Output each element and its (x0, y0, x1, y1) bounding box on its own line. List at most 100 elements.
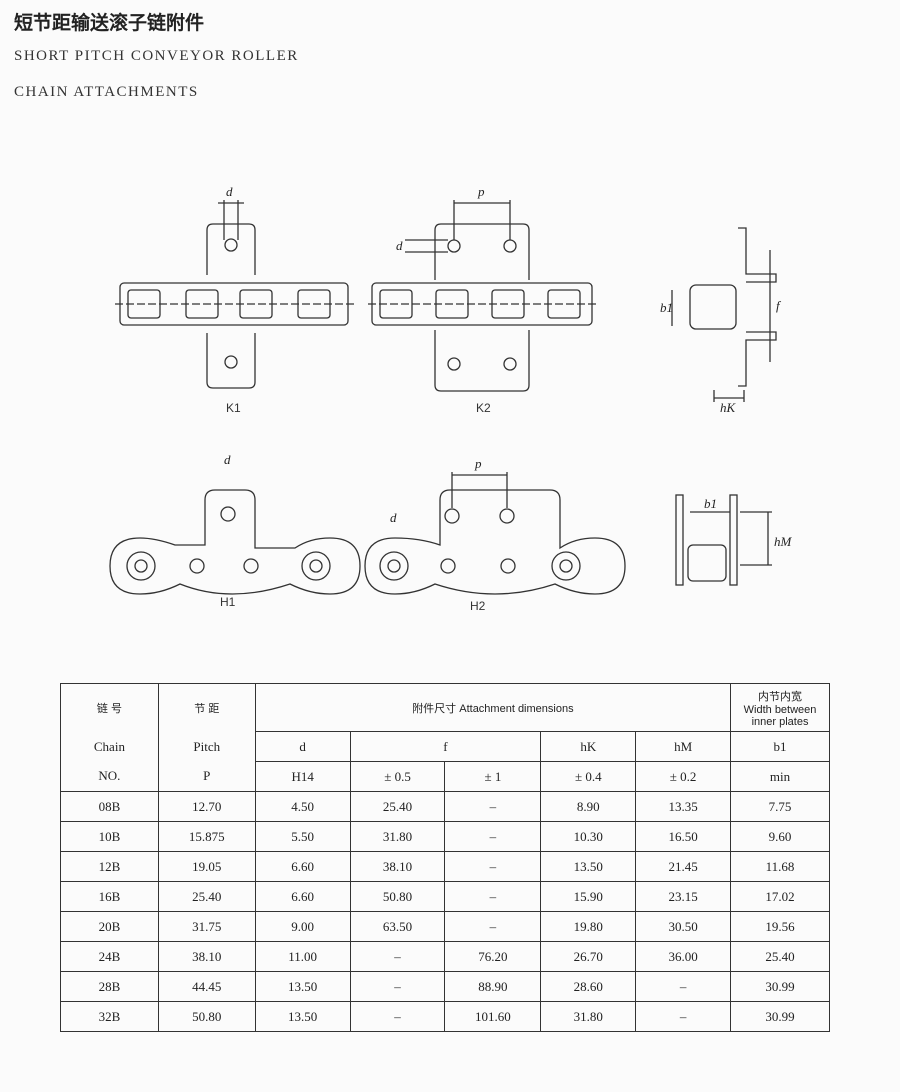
table-cell: 13.50 (254, 971, 351, 1002)
header-width-en: Width between inner plates (743, 703, 817, 728)
dim-d-h1: d (224, 452, 231, 467)
drawing-k2 (368, 200, 598, 392)
header-tol-0-4: ± 0.4 (540, 761, 637, 792)
table-cell: 20B (60, 911, 159, 942)
table-cell: 101.60 (444, 1001, 542, 1032)
table-cell: 38.10 (157, 941, 256, 972)
table-cell: – (349, 1001, 446, 1032)
table-cell: 11.00 (254, 941, 351, 972)
table-cell: – (444, 911, 542, 942)
table-cell: 16B (60, 881, 159, 912)
table-cell: 30.50 (635, 911, 732, 942)
table-cell: 36.00 (635, 941, 732, 972)
table-cell: – (444, 881, 542, 912)
table-cell: 63.50 (349, 911, 446, 942)
drawing-k-side (671, 227, 777, 402)
table-cell: 08B (60, 791, 159, 822)
drawing-k1 (115, 200, 355, 389)
table-cell: 31.80 (349, 821, 446, 852)
header-hm: hM (635, 731, 732, 762)
table-cell: 13.35 (635, 791, 732, 822)
drawing-h1 (109, 489, 361, 595)
header-tol-1: ± 1 (444, 761, 542, 792)
table-cell: 28B (60, 971, 159, 1002)
dim-d-k2: d (396, 238, 403, 253)
dim-hk: hK (720, 400, 737, 415)
table-cell: 16.50 (635, 821, 732, 852)
label-k1: K1 (226, 401, 241, 415)
table-cell: 88.90 (444, 971, 542, 1002)
header-min: min (730, 761, 830, 792)
dim-d-k1: d (226, 184, 233, 199)
table-cell: – (444, 851, 542, 882)
title-english-line2: CHAIN ATTACHMENTS (14, 84, 199, 100)
table-cell: 15.90 (540, 881, 637, 912)
table-cell: 31.75 (157, 911, 256, 942)
table-cell: 15.875 (157, 821, 256, 852)
header-f: f (349, 731, 542, 762)
dim-p-k2: p (477, 184, 485, 199)
label-k2: K2 (476, 401, 491, 415)
attachment-drawings: K1 d K2 p d b1 f hK (109, 184, 793, 613)
header-tol-0-2: ± 0.2 (635, 761, 732, 792)
header-hk: hK (540, 731, 637, 762)
header-attachment-dimensions: 附件尺寸 Attachment dimensions (254, 683, 732, 732)
table-cell: 10B (60, 821, 159, 852)
table-cell: 76.20 (444, 941, 542, 972)
table-cell: 28.60 (540, 971, 637, 1002)
table-cell: – (444, 791, 542, 822)
table-cell: 21.45 (635, 851, 732, 882)
header-b1: b1 (730, 731, 830, 762)
table-cell: 9.00 (254, 911, 351, 942)
table-cell: 44.45 (157, 971, 256, 1002)
header-tol-0-5: ± 0.5 (349, 761, 446, 792)
table-cell: 10.30 (540, 821, 637, 852)
table-cell: 26.70 (540, 941, 637, 972)
header-chain-cn: 链 号 (60, 683, 159, 732)
table-cell: 8.90 (540, 791, 637, 822)
dim-d-h2: d (390, 510, 397, 525)
table-cell: 31.80 (540, 1001, 637, 1032)
drawing-h2 (364, 472, 626, 595)
dim-b1-h: b1 (704, 496, 717, 511)
table-cell: 19.56 (730, 911, 830, 942)
table-cell: 30.99 (730, 971, 830, 1002)
header-pitch-cn: 节 距 (157, 683, 256, 732)
drawing-h-side (675, 494, 772, 586)
table-cell: 17.02 (730, 881, 830, 912)
table-cell: 4.50 (254, 791, 351, 822)
dim-f: f (776, 298, 782, 313)
table-cell: 38.10 (349, 851, 446, 882)
table-cell: 5.50 (254, 821, 351, 852)
table-cell: 23.15 (635, 881, 732, 912)
table-cell: 19.05 (157, 851, 256, 882)
table-cell: 50.80 (349, 881, 446, 912)
table-cell: 7.75 (730, 791, 830, 822)
table-cell: 12B (60, 851, 159, 882)
table-cell: – (444, 821, 542, 852)
header-d: d (254, 731, 351, 762)
table-cell: – (349, 971, 446, 1002)
table-cell: – (349, 941, 446, 972)
table-cell: 25.40 (730, 941, 830, 972)
header-width-cn: 内节内宽 (758, 690, 803, 703)
table-cell: 12.70 (157, 791, 256, 822)
table-cell: 6.60 (254, 881, 351, 912)
label-h1: H1 (220, 595, 236, 609)
table-cell: 50.80 (157, 1001, 256, 1032)
header-pitch: Pitch (157, 731, 256, 762)
table-cell: 30.99 (730, 1001, 830, 1032)
table-cell: – (635, 1001, 732, 1032)
table-cell: 25.40 (157, 881, 256, 912)
